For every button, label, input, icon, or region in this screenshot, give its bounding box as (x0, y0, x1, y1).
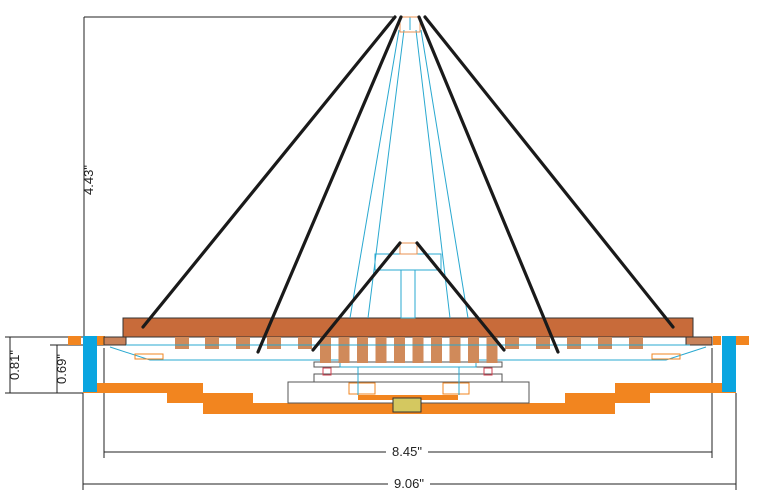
tooth-tall (486, 337, 498, 363)
inner-hub (399, 242, 418, 255)
right-side-post (722, 336, 736, 392)
inner-width-label: 8.45" (392, 444, 422, 459)
left-small-pad (134, 353, 164, 360)
right-plate-end (685, 336, 713, 346)
left-plate-end (103, 336, 127, 346)
tooth-short (567, 337, 581, 349)
strut-outer-right (423, 15, 675, 329)
tooth-tall (320, 337, 331, 363)
tooth-short (505, 337, 519, 349)
orange-base (83, 383, 736, 414)
strut-inner-left (256, 15, 403, 354)
tooth-tall (468, 337, 479, 363)
height-label: 4.43" (81, 165, 96, 195)
tooth-tall (449, 337, 461, 363)
tooth-tall (375, 337, 387, 363)
left-orange-tab-2 (97, 336, 105, 345)
inner-tray-outline (109, 346, 707, 368)
struts (141, 15, 675, 354)
strut-inner-right (417, 15, 560, 354)
tooth-short (598, 337, 612, 349)
tooth-short (205, 337, 219, 349)
left-red-block (322, 367, 332, 376)
tooth-tall (412, 337, 424, 363)
tooth-short (298, 337, 312, 349)
apex-hub (399, 16, 421, 33)
teeth-row (175, 337, 643, 363)
strut-outer-left (141, 15, 397, 329)
outer-height-label: 0.81" (7, 350, 22, 380)
tooth-short (236, 337, 250, 349)
tooth-tall (357, 337, 368, 363)
center-foot (392, 397, 422, 413)
tooth-short (175, 337, 189, 349)
right-orange-tab-2 (736, 336, 749, 345)
tooth-short (267, 337, 281, 349)
right-red-block (483, 367, 493, 376)
tooth-short (536, 337, 550, 349)
top-plate (122, 317, 694, 338)
outer-width-label: 9.06" (394, 476, 424, 491)
left-pad (348, 382, 376, 395)
mast-wireframe (349, 17, 469, 319)
strut-center-right (415, 241, 506, 352)
tooth-short (629, 337, 643, 349)
tooth-tall (338, 337, 350, 363)
middle-frame (313, 373, 503, 383)
left-orange-tab (68, 336, 81, 345)
strut-center-left (311, 241, 402, 352)
tooth-tall (394, 337, 405, 363)
inner-height-label: 0.69" (54, 354, 69, 384)
right-orange-tab (713, 336, 721, 345)
tooth-tall (431, 337, 442, 363)
right-pad (442, 382, 470, 395)
right-small-pad (651, 353, 681, 360)
left-side-post (83, 336, 97, 392)
